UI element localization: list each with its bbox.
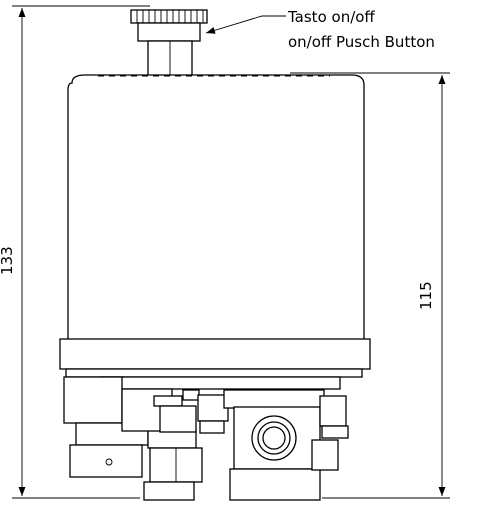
dimension-label-115: 115 — [417, 281, 435, 310]
dimension-label-133: 133 — [0, 246, 16, 275]
callout-label-en: on/off Pusch Button — [288, 33, 435, 51]
left-cable-gland — [63, 376, 203, 501]
fittings — [121, 388, 325, 434]
dimension-body-height — [290, 72, 450, 499]
housing-body — [67, 74, 365, 341]
callout-label-it: Tasto on/off — [287, 8, 375, 26]
pressure-port — [229, 395, 349, 501]
callout-leader — [205, 15, 286, 34]
base-flange — [59, 338, 371, 390]
push-button — [130, 9, 208, 78]
dimension-overall-height — [12, 5, 150, 499]
